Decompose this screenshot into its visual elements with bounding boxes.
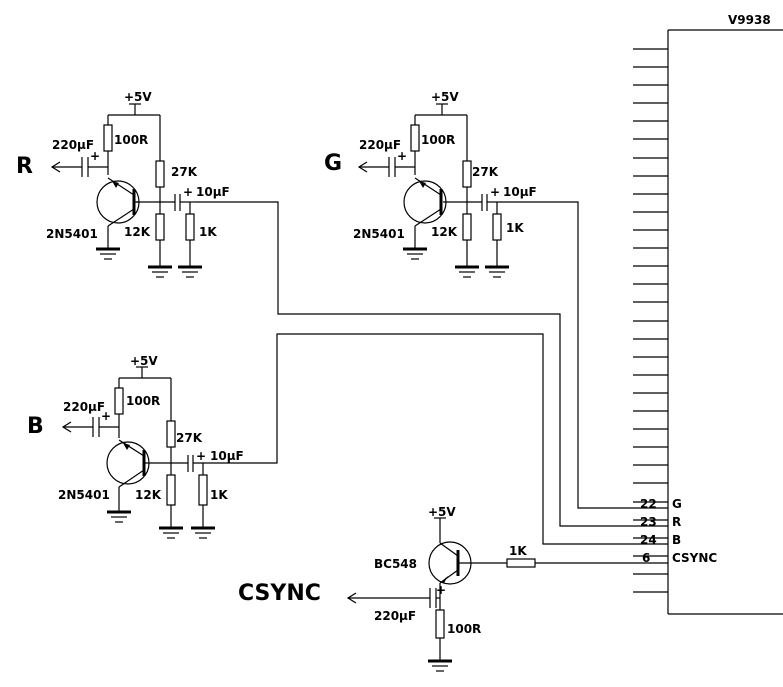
pin-24-label: B	[672, 533, 681, 547]
pin-6-number: 6	[642, 551, 650, 565]
stage-g-cap-in-label: 10µF	[503, 185, 537, 199]
stage-g-r-bias-bot-label: 12K	[431, 225, 458, 239]
stage-r-plus: +	[183, 185, 193, 199]
stage-csync-resistor-1k	[506, 558, 536, 568]
stage-r-resistor-1k	[185, 213, 195, 241]
interconnect-wires	[195, 201, 668, 564]
stage-r-vcc: +5V	[124, 90, 152, 104]
pin-23-label: R	[672, 515, 681, 529]
stage-b-resistor-12k	[166, 474, 176, 506]
stage-g-r-in-label: 1K	[506, 221, 524, 235]
wire-g-to-chip	[500, 201, 668, 509]
stage-r-label: R	[16, 154, 33, 179]
pin-22-number: 22	[640, 497, 657, 511]
pin-23-number: 23	[640, 515, 657, 529]
stage-r-plus-out: +	[90, 149, 100, 163]
stage-b-r-top-label: 100R	[126, 394, 160, 408]
stage-b-r-bias-bot-label: 12K	[135, 488, 162, 502]
stage-g-plus: +	[490, 185, 500, 199]
stage-g-resistor-27k	[462, 160, 472, 188]
stage-r-resistor-27k	[155, 160, 165, 188]
stage-r: R +5V 100R 27K 12K + 10µF 1K	[16, 90, 230, 278]
stage-r-r-bias-bot-label: 12K	[124, 225, 151, 239]
stage-g-label: G	[324, 151, 342, 176]
chip-name: V9938	[728, 13, 771, 27]
stage-b-label: B	[27, 414, 44, 439]
stage-g-r-top-label: 100R	[421, 133, 455, 147]
stage-g-transistor-label: 2N5401	[353, 227, 405, 241]
stage-b-resistor-27k	[166, 420, 176, 448]
stage-b-vcc: +5V	[130, 354, 158, 368]
stage-b-transistor-label: 2N5401	[58, 488, 110, 502]
stage-g-transistor	[403, 180, 447, 224]
stage-r-r-bias-top-label: 27K	[171, 165, 198, 179]
stage-g-vcc: +5V	[431, 90, 459, 104]
stage-b-plus-out: +	[101, 409, 111, 423]
stage-b-resistor-100r	[114, 387, 124, 415]
stage-b-plus: +	[196, 449, 206, 463]
stage-b-resistor-1k	[198, 474, 208, 506]
stage-csync-cap-out-label: 220µF	[374, 609, 416, 623]
stage-g: G +5V 100R 27K 12K + 10µF 1K	[324, 90, 537, 278]
stage-r-resistor-100r	[103, 124, 113, 152]
stage-b-r-bias-top-label: 27K	[176, 431, 203, 445]
stage-r-transistor-label: 2N5401	[46, 227, 98, 241]
stage-g-resistor-12k	[462, 213, 472, 241]
stage-r-r-top-label: 100R	[114, 133, 148, 147]
pin-6-label: CSYNC	[672, 551, 717, 565]
stage-g-plus-out: +	[397, 149, 407, 163]
stage-csync-r-base-label: 1K	[509, 544, 527, 558]
stage-g-cap-out-label: 220µF	[359, 138, 401, 152]
pin-22-label: G	[672, 497, 682, 511]
stage-r-resistor-12k	[155, 213, 165, 241]
stage-g-resistor-1k	[492, 213, 502, 241]
stage-csync-r-emitter-label: 100R	[447, 622, 481, 636]
stage-csync-plus-out: +	[436, 583, 446, 597]
wire-r-to-chip	[195, 201, 668, 527]
stage-csync-resistor-100r	[435, 609, 445, 639]
v9938-chip: V9938 22 G 23 R 24 B 6 CSYNC	[633, 13, 783, 615]
stage-b-cap-out-label: 220µF	[63, 400, 105, 414]
stage-csync-label: CSYNC	[238, 581, 321, 606]
stage-b-cap-in-label: 10µF	[210, 449, 244, 463]
stage-csync-transistor-label: BC548	[374, 557, 417, 571]
stage-r-cap-out-label: 220µF	[52, 138, 94, 152]
stage-g-r-bias-top-label: 27K	[472, 165, 499, 179]
stage-g-resistor-100r	[410, 124, 420, 152]
chip-pin-stubs	[633, 48, 668, 593]
stage-b-r-in-label: 1K	[210, 488, 228, 502]
stage-b-transistor	[106, 441, 150, 485]
stage-b: B +5V 100R 27K 12K + 10µF 1K	[27, 354, 244, 539]
pin-24-number: 24	[640, 533, 657, 547]
wire-b-to-chip	[215, 333, 668, 545]
stage-r-cap-in-label: 10µF	[196, 185, 230, 199]
stage-csync: CSYNC +5V BC548 1K + 220µF 100R	[238, 505, 536, 672]
stage-r-r-in-label: 1K	[199, 225, 217, 239]
stage-csync-vcc: +5V	[428, 505, 456, 519]
